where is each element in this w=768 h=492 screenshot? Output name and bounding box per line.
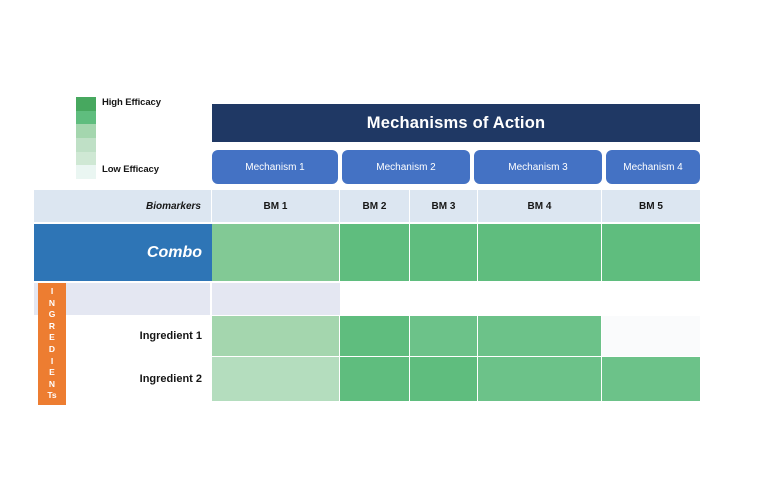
legend-gradient-bar [76, 97, 96, 180]
column-header-bm-1: BM 1 [212, 190, 340, 222]
legend-swatch-1 [76, 110, 96, 125]
column-header-bm-4: BM 4 [478, 190, 602, 222]
mechanism-chip-3[interactable]: Mechanism 3 [474, 150, 602, 184]
combo-row-label: Combo [34, 224, 212, 281]
combo-cell-bm-3[interactable] [410, 224, 478, 281]
ingredient-1-cell-bm-3[interactable] [410, 316, 478, 356]
side-tab-letter-3: R [48, 320, 56, 331]
side-tab-letter-8: N [48, 378, 56, 389]
legend-swatch-4 [76, 151, 96, 166]
ingredient-1-cell-bm-2[interactable] [340, 316, 410, 356]
column-header-bm-2: BM 2 [340, 190, 410, 222]
mechanism-chip-2[interactable]: Mechanism 2 [342, 150, 470, 184]
legend-swatch-2 [76, 124, 96, 139]
column-header-bm-3: BM 3 [410, 190, 478, 222]
ingredient-1-cell-bm-5[interactable] [602, 316, 700, 356]
mechanism-chip-row: Mechanism 1 Mechanism 2 Mechanism 3 Mech… [212, 150, 700, 184]
column-header-bm-5: BM 5 [602, 190, 700, 222]
legend-low-label: Low Efficacy [102, 164, 159, 175]
combo-cell-bm-5[interactable] [602, 224, 700, 281]
legend-swatch-5 [76, 165, 96, 180]
spacer-cell-bm-1 [212, 283, 340, 315]
ingredient-2-cell-bm-2[interactable] [340, 357, 410, 401]
ingredient-2-cell-bm-3[interactable] [410, 357, 478, 401]
mechanism-chip-1[interactable]: Mechanism 1 [212, 150, 338, 184]
mechanisms-of-action-title: Mechanisms of Action [212, 104, 700, 142]
side-tab-letter-5: D [48, 344, 56, 354]
ingredient-2-cell-bm-4[interactable] [478, 357, 602, 401]
legend-swatch-3 [76, 138, 96, 152]
efficacy-legend: High Efficacy Low Efficacy [76, 97, 186, 181]
side-tab-letter-7: E [49, 367, 55, 378]
combo-cell-bm-2[interactable] [340, 224, 410, 281]
legend-high-label: High Efficacy [102, 97, 161, 108]
ingredient-2-cell-bm-5[interactable] [602, 357, 700, 401]
combo-cell-bm-4[interactable] [478, 224, 602, 281]
legend-swatch-0 [76, 97, 96, 111]
ingredient-1-cell-bm-4[interactable] [478, 316, 602, 356]
ingredient-1-cell-bm-1[interactable] [212, 316, 340, 356]
side-tab-letter-9: Ts [47, 390, 57, 401]
side-tab-letter-4: E [49, 332, 55, 343]
ingredient-2-cell-bm-1[interactable] [212, 357, 340, 401]
mechanism-chip-4[interactable]: Mechanism 4 [606, 150, 700, 184]
side-tab-letter-0: I [50, 286, 54, 297]
side-tab-letter-2: G [48, 309, 56, 320]
combo-cell-bm-1[interactable] [212, 224, 340, 281]
side-tab-letter-6: I [50, 355, 54, 366]
biomarkers-row-header: Biomarkers [34, 190, 212, 222]
side-tab-letter-1: N [48, 297, 56, 308]
